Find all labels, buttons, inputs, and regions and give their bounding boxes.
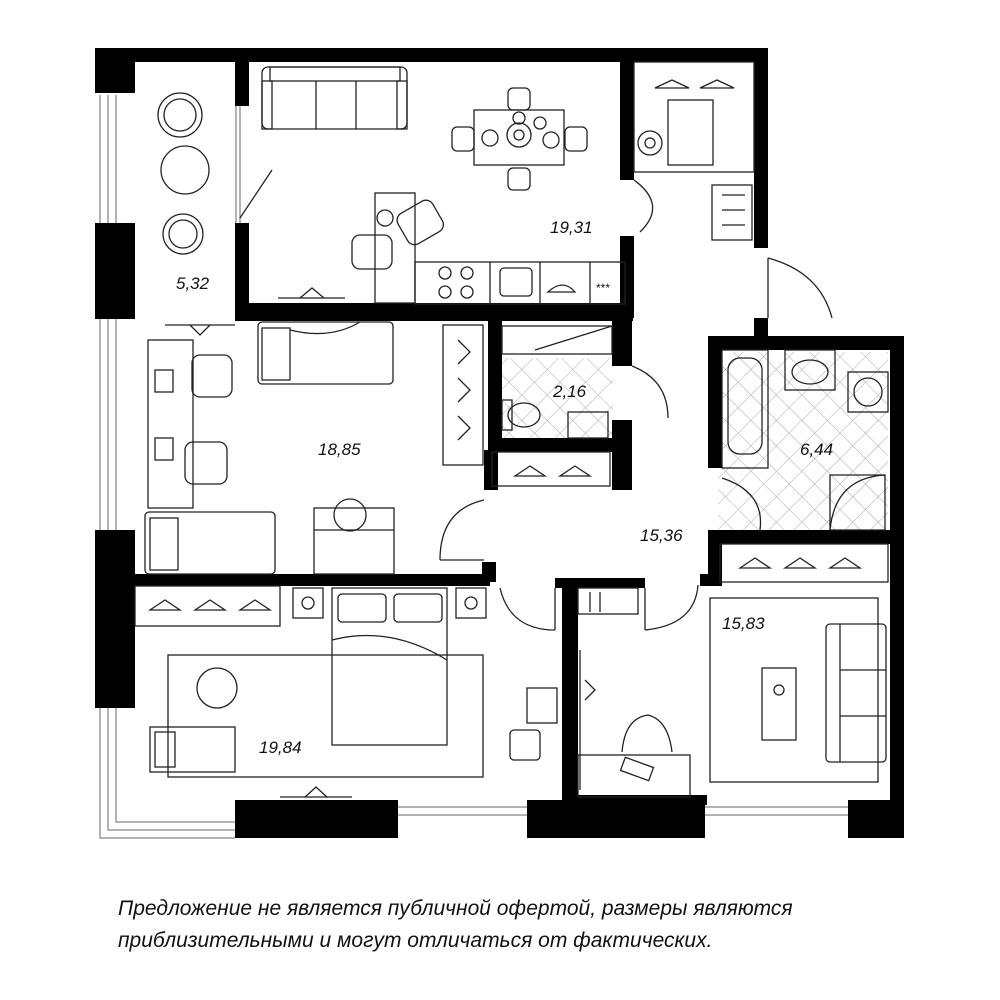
tiled-floors xyxy=(495,352,888,530)
living-room-furniture xyxy=(577,543,889,798)
area-label-loggia: 5,32 xyxy=(176,274,210,293)
master-bedroom-furniture xyxy=(134,585,558,798)
disclaimer-line-1: Предложение не является публичной оферто… xyxy=(118,897,793,920)
loggia-furniture xyxy=(157,92,273,255)
area-label-bathroom: 6,44 xyxy=(800,440,833,459)
area-labels: 5,32 19,31 18,85 2,16 6,44 15,36 15,83 1… xyxy=(176,218,833,757)
window-glazing xyxy=(99,95,848,839)
disclaimer-line-2: приблизительными и могут отличаться от ф… xyxy=(118,929,713,952)
area-label-hall: 15,36 xyxy=(640,526,683,545)
stove-marks-label: *** xyxy=(596,281,610,295)
area-label-bedroom-children: 18,85 xyxy=(318,440,361,459)
area-label-living-room: 15,83 xyxy=(722,614,765,633)
area-label-wc: 2,16 xyxy=(552,382,587,401)
floor-plan: 5,32 19,31 18,85 2,16 6,44 15,36 15,83 1… xyxy=(95,48,904,839)
area-label-kitchen-living: 19,31 xyxy=(550,218,593,237)
wc-furniture xyxy=(491,325,669,487)
kitchen-furniture xyxy=(261,66,626,305)
bedroom-children-furniture xyxy=(144,321,484,575)
disclaimer: Предложение не является публичной оферто… xyxy=(118,893,918,957)
bathroom-furniture xyxy=(721,349,889,531)
hall-doors xyxy=(439,499,699,631)
entry-wardrobe xyxy=(633,61,833,319)
walls xyxy=(95,48,904,838)
area-label-master-bedroom: 19,84 xyxy=(259,738,302,757)
